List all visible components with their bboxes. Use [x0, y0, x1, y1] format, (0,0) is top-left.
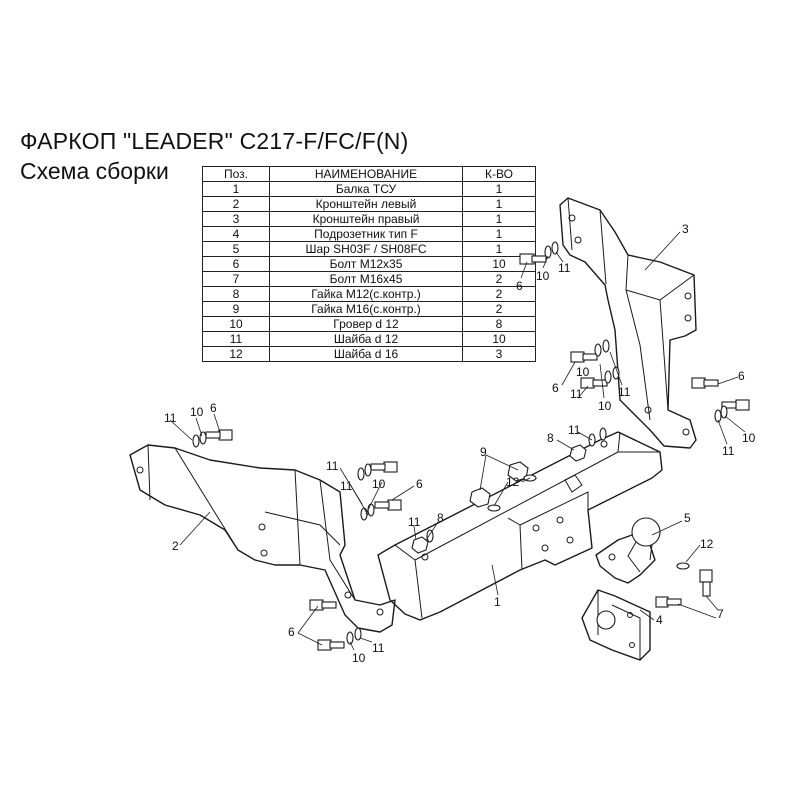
callout-1: 1	[494, 595, 501, 609]
cell-qty: 10	[462, 331, 536, 347]
cell-qty: 3	[462, 346, 536, 362]
callout-2: 2	[172, 539, 179, 553]
cell-name: Гайка М12(с.контр.)	[269, 286, 463, 302]
bolt-icon	[655, 562, 713, 608]
towbar-beam-part-1	[377, 431, 663, 621]
bolt-icon	[519, 241, 559, 265]
callout-6: 6	[210, 401, 217, 415]
callout-10: 10	[576, 365, 590, 379]
callout-10: 10	[372, 477, 386, 491]
callout-labels: 3 6 10 11 6 10 11 10 11 6 11 10 11 10 6 …	[164, 222, 756, 665]
tow-ball-part-5	[595, 517, 661, 584]
bolt-icon	[570, 339, 610, 363]
bolt-icon	[192, 429, 233, 448]
nut-icon	[569, 427, 607, 462]
callout-4: 4	[656, 613, 663, 627]
callout-6: 6	[738, 369, 745, 383]
callout-11: 11	[618, 385, 631, 399]
callout-11: 11	[408, 515, 421, 529]
callout-10: 10	[190, 405, 204, 419]
callout-6: 6	[416, 477, 423, 491]
nut-icon	[469, 461, 537, 512]
socket-plate-part-4	[581, 589, 651, 661]
callout-11: 11	[568, 423, 581, 437]
cell-name: Кронштейн правый	[269, 211, 463, 227]
cell-pos: 11	[202, 331, 270, 347]
callout-10: 10	[742, 431, 756, 445]
nut-icon	[411, 529, 434, 554]
cell-name: Кронштейн левый	[269, 196, 463, 212]
callout-11: 11	[372, 641, 385, 655]
cell-qty: 1	[462, 226, 536, 242]
page-title: ФАРКОП "LEADER" C217-F/FC/F(N)	[20, 128, 409, 154]
leader-lines	[169, 231, 746, 651]
callout-5: 5	[684, 511, 691, 525]
bolt-icon	[580, 366, 620, 389]
callout-10: 10	[352, 651, 366, 665]
callout-12: 12	[506, 475, 520, 489]
bolt-icon	[691, 377, 719, 389]
cell-name: Шайба d 16	[269, 346, 463, 362]
callout-9: 9	[480, 445, 487, 459]
page-subtitle: Схема сборки	[20, 158, 169, 184]
right-bracket-part-3	[559, 197, 697, 449]
bolt-icon	[360, 499, 402, 521]
callout-6: 6	[516, 279, 523, 293]
callout-6: 6	[288, 625, 295, 639]
bolt-icon	[357, 461, 398, 481]
callout-10: 10	[536, 269, 550, 283]
cell-name: Шайба d 12	[269, 331, 463, 347]
callout-6: 6	[552, 381, 559, 395]
callout-8: 8	[437, 511, 444, 525]
cell-qty: 10	[462, 256, 536, 272]
callout-11: 11	[326, 459, 339, 473]
callout-12: 12	[700, 537, 714, 551]
callout-7: 7	[717, 607, 724, 621]
bolt-icon	[309, 599, 337, 611]
table-header-row: Поз. НАИМЕНОВАНИЕ К-ВО	[202, 166, 536, 182]
callout-10: 10	[598, 399, 612, 413]
callout-11: 11	[164, 411, 177, 425]
left-bracket-part-2	[129, 444, 396, 633]
bolt-icon	[714, 399, 750, 423]
callout-11: 11	[722, 444, 735, 458]
callout-11: 11	[340, 479, 353, 493]
callout-11: 11	[570, 387, 583, 401]
bolt-icon	[317, 627, 362, 651]
callout-8: 8	[547, 431, 554, 445]
cell-pos: 12	[202, 346, 270, 362]
callout-11: 11	[558, 261, 571, 275]
callout-3: 3	[682, 222, 689, 236]
header-name: НАИМЕНОВАНИЕ	[269, 166, 463, 182]
hardware-group	[192, 241, 750, 651]
